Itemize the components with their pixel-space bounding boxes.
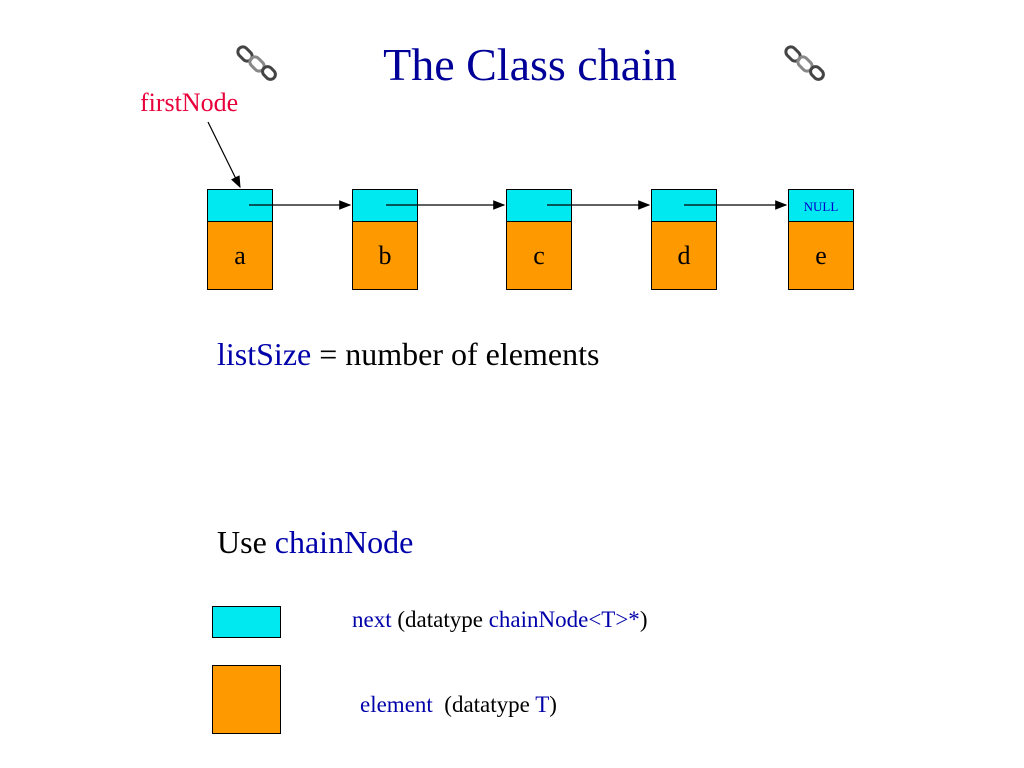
legend-element-type: T: [535, 692, 550, 717]
element-field: d: [651, 222, 717, 290]
next-field-null: NULL: [788, 189, 854, 222]
first-node-label: firstNode: [140, 88, 239, 117]
use-prefix: Use: [217, 524, 275, 560]
element-field: b: [352, 222, 418, 290]
legend-element-post: ): [549, 692, 557, 717]
legend-next-label: next (datatype chainNode<T>*): [352, 607, 647, 633]
legend-element-field: element: [360, 692, 433, 717]
legend-next-swatch: [212, 606, 281, 638]
legend-next-field: next: [352, 607, 392, 632]
chain-node-term: chainNode: [274, 524, 414, 560]
chain-link-icon: [236, 45, 277, 81]
legend-next-post: ): [639, 607, 648, 632]
legend-next-type: chainNode<T>*: [488, 607, 640, 632]
chain-node-c: c: [506, 189, 572, 290]
legend-element-pre: (datatype: [432, 692, 536, 717]
first-node-pointer: [207, 121, 241, 189]
chain-node-b: b: [352, 189, 418, 290]
list-size-term: listSize: [217, 336, 312, 372]
element-field: e: [788, 222, 854, 290]
chain-node-e: NULL e: [788, 189, 854, 290]
element-field: a: [207, 222, 273, 290]
legend-next-pre: (datatype: [391, 607, 489, 632]
slide-title: The Class chain: [383, 39, 677, 90]
list-size-description: listSize = number of elements: [217, 336, 599, 373]
legend-element-swatch: [212, 665, 281, 734]
pointer-arrows: [207, 121, 788, 210]
list-size-text: = number of elements: [311, 336, 600, 372]
chain-link-icon: [784, 45, 825, 81]
use-chain-node-line: Use chainNode: [217, 524, 413, 561]
legend-element-label: element (datatype T): [360, 692, 557, 718]
element-field: c: [506, 222, 572, 290]
